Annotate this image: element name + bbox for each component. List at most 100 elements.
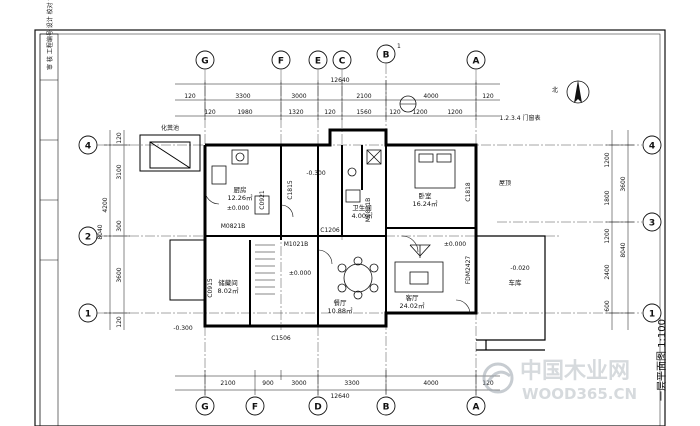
- interior-walls: [205, 145, 476, 326]
- svg-text:2: 2: [85, 233, 91, 243]
- svg-text:-0.020: -0.020: [510, 265, 530, 272]
- svg-text:中国木业网: 中国木业网: [520, 359, 630, 384]
- svg-text:M1021B: M1021B: [284, 241, 309, 248]
- svg-text:12640: 12640: [330, 77, 349, 84]
- svg-text:C0921: C0921: [259, 190, 266, 210]
- axis-bubble-b-bottom: B: [376, 396, 396, 416]
- svg-text:1560: 1560: [356, 109, 371, 116]
- svg-text:300: 300: [116, 220, 123, 232]
- svg-text:12.26㎡: 12.26㎡: [227, 193, 253, 202]
- dimension-lines-left: [104, 130, 130, 330]
- svg-text:8040: 8040: [97, 224, 104, 239]
- svg-text:一层平面图 1:100: 一层平面图 1:100: [656, 319, 668, 401]
- svg-text:A: A: [473, 403, 480, 413]
- svg-text:3000: 3000: [291, 93, 306, 100]
- svg-text:8040: 8040: [620, 242, 627, 257]
- axis-bubble-d-bottom: D: [308, 396, 328, 416]
- notes: 化粪池 屋顶 北 1.2.3.4 门窗表: [161, 86, 558, 187]
- axis-bubble-c-top: C: [332, 50, 352, 70]
- section-marker-icon: [399, 95, 417, 113]
- dimension-text-top: 120 3300 3000 2100 4000 120 12640 120 19…: [184, 77, 494, 116]
- axis-bubble-4-left: 4: [78, 135, 98, 155]
- svg-text:-0.300: -0.300: [306, 170, 326, 177]
- svg-text:900: 900: [262, 380, 274, 387]
- svg-text:120: 120: [482, 380, 494, 387]
- svg-text:10.88㎡: 10.88㎡: [327, 306, 353, 315]
- svg-text:WOOD365.CN: WOOD365.CN: [522, 385, 637, 403]
- svg-text:北: 北: [552, 86, 558, 94]
- svg-text:C0915: C0915: [207, 278, 214, 298]
- svg-text:±0.000: ±0.000: [227, 205, 249, 212]
- svg-text:4: 4: [649, 142, 655, 152]
- svg-text:C1506: C1506: [271, 335, 291, 342]
- room-label-bedroom: 卧室: [419, 191, 433, 200]
- exterior-walls: [203, 128, 478, 328]
- svg-text:±0.000: ±0.000: [289, 270, 311, 277]
- axis-bubbles-left: 4 2 1: [78, 135, 98, 323]
- svg-text:120: 120: [389, 109, 401, 116]
- svg-text:C: C: [339, 57, 346, 67]
- axis-bubble-a-bottom: A: [466, 396, 486, 416]
- svg-text:4.00㎡: 4.00㎡: [352, 211, 373, 220]
- title-block-text: 审 核 工程编号 设计 校对 制图: [46, 0, 54, 70]
- sofa: [394, 244, 444, 293]
- svg-text:120: 120: [324, 109, 336, 116]
- watermark-logo: 中国木业网 WOOD365.CN: [482, 359, 637, 403]
- svg-text:3600: 3600: [620, 176, 627, 191]
- svg-text:2400: 2400: [604, 264, 611, 279]
- axis-bubble-1-right: 1: [642, 303, 662, 323]
- svg-text:2100: 2100: [356, 93, 371, 100]
- svg-text:1: 1: [85, 310, 91, 320]
- dimension-lines-right: [606, 130, 634, 330]
- room-label-garage: 车库: [509, 278, 523, 287]
- svg-text:F: F: [278, 57, 284, 67]
- level-markers: ±0.000 -0.300 ±0.000 -0.020 -0.300 ±0.00…: [173, 170, 530, 332]
- room-label-storage: 储藏间: [218, 278, 238, 287]
- svg-text:120: 120: [116, 132, 123, 144]
- axis-bubble-f-top: F: [271, 50, 291, 70]
- svg-text:1200: 1200: [604, 152, 611, 167]
- svg-text:B: B: [383, 51, 390, 61]
- axis-bubbles-right: 4 3 1: [642, 135, 662, 323]
- svg-text:120: 120: [204, 109, 216, 116]
- svg-text:4000: 4000: [423, 93, 438, 100]
- svg-text:4: 4: [85, 142, 91, 152]
- svg-text:8.02㎡: 8.02㎡: [218, 286, 239, 295]
- svg-text:1: 1: [649, 310, 655, 320]
- axis-bubbles-bottom: G F D B A: [195, 396, 486, 416]
- svg-text:16.24㎡: 16.24㎡: [412, 199, 438, 208]
- title-block: 审 核 工程编号 设计 校对 制图: [39, 0, 59, 426]
- svg-text:600: 600: [604, 300, 611, 312]
- axis-bubble-e-top: E: [308, 50, 328, 70]
- axis-bubble-f-bottom: F: [245, 396, 265, 416]
- dimension-lines-top: [175, 80, 500, 120]
- svg-text:B: B: [383, 403, 390, 413]
- svg-text:3600: 3600: [116, 267, 123, 282]
- svg-text:1980: 1980: [237, 109, 252, 116]
- bathroom-fixtures: [345, 149, 382, 203]
- svg-text:1: 1: [397, 43, 401, 50]
- bed: [414, 149, 456, 189]
- svg-text:屋顶: 屋顶: [499, 180, 511, 187]
- svg-text:D: D: [314, 403, 321, 413]
- svg-text:120: 120: [116, 316, 123, 328]
- axis-bubble-3-right: 3: [642, 212, 662, 232]
- north-arrow-icon: [566, 80, 590, 104]
- svg-text:4000: 4000: [423, 380, 438, 387]
- svg-text:A: A: [473, 57, 480, 67]
- svg-text:3300: 3300: [344, 380, 359, 387]
- svg-text:G: G: [201, 57, 208, 67]
- svg-text:±0.000: ±0.000: [444, 241, 466, 248]
- room-label-kitchen: 厨房: [234, 185, 247, 194]
- sheet-border: [34, 29, 666, 426]
- svg-text:3100: 3100: [116, 164, 123, 179]
- door-swings: [204, 189, 471, 315]
- svg-text:1200: 1200: [412, 109, 427, 116]
- axis-bubble-a-top: A: [466, 50, 486, 70]
- svg-text:12640: 12640: [330, 393, 349, 400]
- svg-text:120: 120: [184, 93, 196, 100]
- svg-text:120: 120: [482, 93, 494, 100]
- garage-outline: [476, 235, 546, 351]
- dimension-text-right: 1200 3600 1800 1200 2400 600 8040: [604, 152, 627, 312]
